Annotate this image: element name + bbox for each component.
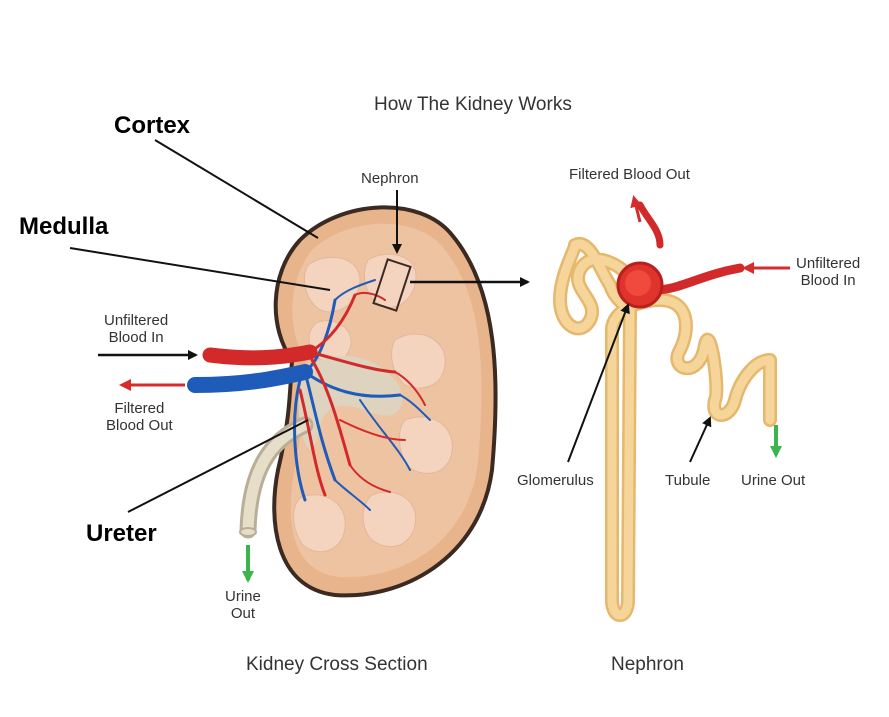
flow-arrows: [98, 195, 790, 583]
ureter-pointer: [127, 419, 309, 513]
label-urine-left-line2: Out: [230, 605, 256, 623]
pointer-lines: [69, 139, 712, 513]
label-ureter: Ureter: [86, 520, 157, 547]
lobe: [293, 494, 346, 553]
label-filtered-right: Filtered Blood Out: [569, 166, 690, 183]
label-filtered-left-line2: Blood Out: [106, 417, 173, 435]
lobe: [398, 416, 453, 474]
caption-kidney: Kidney Cross Section: [246, 654, 428, 675]
label-cortex: Cortex: [114, 112, 191, 139]
medulla-pointer: [69, 247, 331, 291]
diagram-title: How The Kidney Works: [374, 94, 572, 115]
vessel-branches: [293, 279, 431, 511]
label-unfiltered-right: Unfiltered Blood In: [796, 255, 860, 290]
cortex-pointer: [154, 139, 319, 239]
caption-nephron: Nephron: [611, 654, 684, 675]
nephron-box: [372, 258, 412, 312]
label-glomerulus: Glomerulus: [517, 472, 594, 489]
label-nephron-box: Nephron: [361, 170, 419, 187]
label-urine-left-line1: Urine: [225, 588, 261, 605]
afferent-vessel: [650, 263, 745, 295]
label-unfiltered-right-line1: Unfiltered: [796, 255, 861, 272]
lobe: [362, 491, 417, 548]
glomerulus-pointer: [567, 303, 630, 463]
label-unfiltered-left: Unfiltered Blood In: [104, 312, 168, 347]
efferent-vessel: [636, 201, 664, 249]
label-unfiltered-right-line2: Blood In: [800, 272, 856, 290]
ureter-end: [239, 527, 257, 537]
nephron-detail: [553, 201, 777, 622]
renal-artery: [202, 344, 318, 366]
renal-pelvis: [298, 356, 403, 450]
label-medulla: Medulla: [19, 213, 109, 240]
renal-vein: [187, 364, 313, 393]
nephron-tubule: [555, 239, 775, 620]
lobe: [391, 333, 446, 389]
label-filtered-left: Filtered Blood Out: [106, 400, 173, 435]
tubule-pointer: [689, 416, 712, 463]
label-unfiltered-left-line1: Unfiltered: [104, 312, 169, 329]
filtered-out-right-arrow: [630, 195, 643, 223]
medulla-lobes: [293, 253, 453, 553]
label-filtered-left-line1: Filtered: [114, 400, 165, 417]
label-urine-right: Urine Out: [741, 472, 806, 489]
label-urine-left: Urine Out: [225, 588, 261, 623]
label-tubule: Tubule: [665, 472, 711, 489]
kidney-cross-section: [187, 205, 498, 598]
label-unfiltered-left-line2: Blood In: [108, 329, 164, 347]
